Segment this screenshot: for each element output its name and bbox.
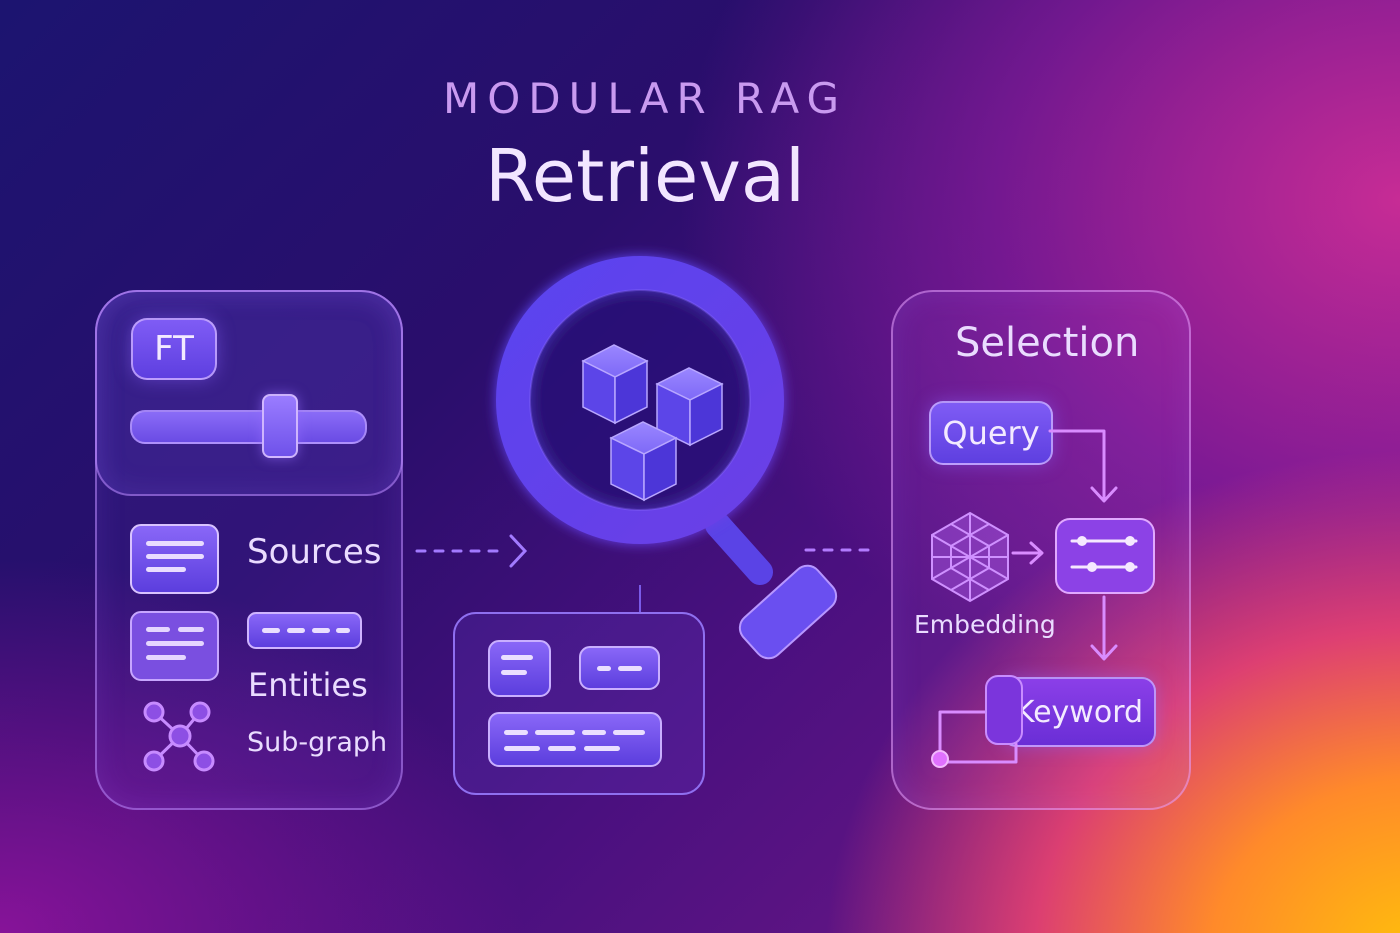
sources-label: Sources <box>247 532 382 572</box>
selection-title: Selection <box>955 320 1140 366</box>
selection-flow-arrows <box>938 429 1118 764</box>
data-cubes-icon <box>581 344 724 502</box>
keyword-start-dot <box>931 750 949 768</box>
keyword-label: Keyword <box>1014 694 1144 730</box>
query-label: Query <box>942 414 1040 452</box>
filter-settings-icon <box>1055 518 1155 594</box>
flow-arrow-left <box>415 534 528 568</box>
magnifier-icon <box>496 256 838 660</box>
subgraph-network-icon <box>143 701 215 772</box>
ft-chip: FT <box>131 318 217 380</box>
embedding-mesh-icon <box>931 511 1009 603</box>
entities-dash-bar <box>247 612 362 649</box>
subgraph-label: Sub-graph <box>247 727 388 758</box>
keyword-chip: Keyword <box>1002 677 1156 747</box>
entities-label: Entities <box>248 666 368 704</box>
ft-label: FT <box>154 329 194 369</box>
query-chip: Query <box>929 401 1053 465</box>
sources-doc-icon <box>130 524 219 594</box>
keyword-back-layer <box>985 675 1023 745</box>
entities-doc-icon <box>130 611 219 681</box>
diagram-kicker: MODULAR RAG <box>442 74 848 123</box>
ft-slider-track[interactable] <box>130 410 367 444</box>
fine-tuning-box <box>95 290 403 496</box>
retrieved-results-card <box>453 612 705 795</box>
diagram-title: Retrieval <box>485 134 805 218</box>
embedding-label: Embedding <box>914 610 1056 639</box>
ft-slider-handle[interactable] <box>262 394 298 458</box>
